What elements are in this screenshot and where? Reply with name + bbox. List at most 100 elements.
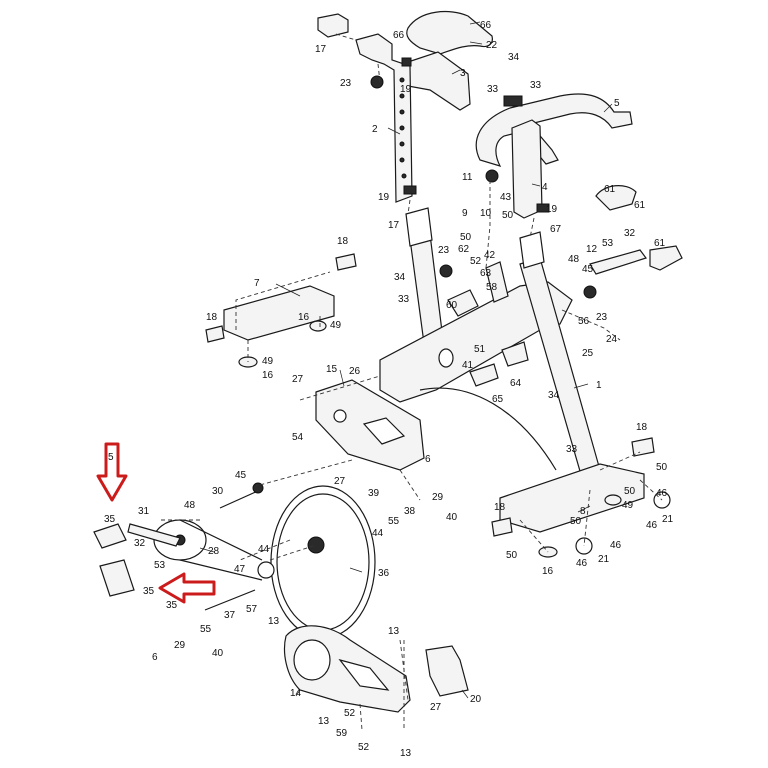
- pedal-strap: [99, 559, 135, 597]
- callout-c42: 42: [484, 250, 496, 261]
- callout-c46a: 46: [656, 488, 668, 499]
- callout-c18a: 18: [337, 236, 349, 247]
- callout-c61c: 61: [654, 238, 666, 249]
- callout-c50f: 50: [506, 550, 518, 561]
- frame-bushing: [438, 348, 454, 368]
- callout-c50e: 50: [570, 516, 582, 527]
- callout-c29a: 29: [432, 492, 444, 503]
- bearing: [252, 482, 264, 494]
- callout-c62: 62: [458, 244, 470, 255]
- callout-c5b: 5: [108, 452, 114, 463]
- callout-c33c: 33: [398, 294, 410, 305]
- handlebar-knob: [485, 169, 499, 183]
- seat-knob: [370, 75, 384, 89]
- callout-c60: 60: [446, 300, 458, 311]
- callout-c19c: 19: [546, 204, 558, 215]
- callout-c6a: 6: [425, 454, 431, 465]
- drive-chain: [179, 519, 263, 581]
- callout-c46c: 46: [610, 540, 622, 551]
- callout-c11: 11: [462, 172, 473, 183]
- callout-c35a: 35: [104, 514, 116, 525]
- callout-c64: 64: [510, 378, 522, 389]
- callout-c45b: 45: [235, 470, 247, 481]
- callout-c36: 36: [378, 568, 390, 579]
- callout-c39: 39: [368, 488, 380, 499]
- seat-cap-insert: [401, 57, 412, 67]
- callout-c23c: 23: [596, 312, 608, 323]
- handlebar: [475, 93, 633, 167]
- callout-c24: 24: [606, 334, 618, 345]
- callout-c31: 31: [138, 506, 150, 517]
- callout-c55b: 55: [200, 624, 212, 635]
- post-insert: [403, 185, 417, 195]
- callout-c43: 43: [500, 192, 512, 203]
- handlebar-insert: [536, 203, 550, 213]
- callout-c7: 7: [254, 278, 260, 289]
- highlight-arrows: [96, 442, 216, 604]
- callout-c25: 25: [582, 348, 594, 359]
- seat-post-tube: [355, 33, 413, 203]
- drive-assembly: [93, 379, 469, 713]
- callout-c27c: 27: [430, 702, 442, 713]
- end-cap-b: [205, 325, 225, 343]
- callout-c50d: 50: [624, 486, 636, 497]
- callout-c17b: 17: [388, 220, 400, 231]
- leader-lines: [199, 21, 613, 699]
- callout-c48a: 48: [568, 254, 580, 265]
- callout-c13c: 13: [318, 716, 330, 727]
- callout-c27b: 27: [334, 476, 346, 487]
- callout-c23a: 23: [340, 78, 352, 89]
- callout-c33b: 33: [530, 80, 542, 91]
- inner-cover-window: [362, 417, 406, 445]
- tension-knob: [447, 289, 479, 317]
- callout-c40a: 40: [446, 512, 458, 523]
- callout-c32b: 32: [134, 538, 146, 549]
- callout-c16a: 16: [298, 312, 310, 323]
- callout-c20: 20: [470, 694, 482, 705]
- callout-c34c: 34: [548, 390, 560, 401]
- callout-c52a: 52: [470, 256, 482, 267]
- callout-c15: 15: [326, 364, 338, 375]
- brake-pad: [501, 341, 529, 367]
- callout-c51: 51: [474, 344, 486, 355]
- callout-c45a: 45: [582, 264, 594, 275]
- callout-c38: 38: [404, 506, 416, 517]
- callout-c57: 57: [246, 604, 258, 615]
- down-highlight-arrow: [96, 442, 128, 502]
- callout-c44b: 44: [258, 544, 270, 555]
- axle: [204, 589, 256, 611]
- callout-c13a: 13: [268, 616, 280, 627]
- front-stabilizer: [223, 285, 335, 341]
- left-crank: [127, 523, 181, 547]
- callout-c3: 3: [460, 68, 466, 79]
- handlebar-sleeve: [519, 231, 545, 269]
- right-pedal: [649, 245, 683, 271]
- callout-c18b: 18: [206, 312, 218, 323]
- freewheel: [257, 561, 275, 579]
- leveling-foot-b: [309, 320, 327, 332]
- tension-bracket: [485, 261, 509, 303]
- callout-c9: 9: [462, 208, 468, 219]
- callout-c56: 56: [578, 316, 590, 327]
- callout-c18d: 18: [494, 502, 506, 513]
- callout-c33a: 33: [487, 84, 499, 95]
- callout-c1: 1: [596, 380, 602, 391]
- left-pedal: [93, 523, 127, 549]
- end-cap-a: [335, 253, 357, 271]
- callout-c14: 14: [290, 688, 302, 699]
- callout-c21a: 21: [662, 514, 674, 525]
- callout-c52b: 52: [344, 708, 356, 719]
- crank-arm: [589, 249, 647, 275]
- callout-c34a: 34: [508, 52, 520, 63]
- callout-c48b: 48: [184, 500, 196, 511]
- callout-c46b: 46: [646, 520, 658, 531]
- seat-saddle: [406, 10, 493, 55]
- assembly-lines: [160, 33, 663, 731]
- flywheel-hub: [307, 536, 325, 554]
- callout-c26: 26: [349, 366, 361, 377]
- end-cap-d: [491, 517, 513, 537]
- callout-c50b: 50: [460, 232, 472, 243]
- callout-c33d: 33: [566, 444, 578, 455]
- callout-c23b: 23: [438, 245, 450, 256]
